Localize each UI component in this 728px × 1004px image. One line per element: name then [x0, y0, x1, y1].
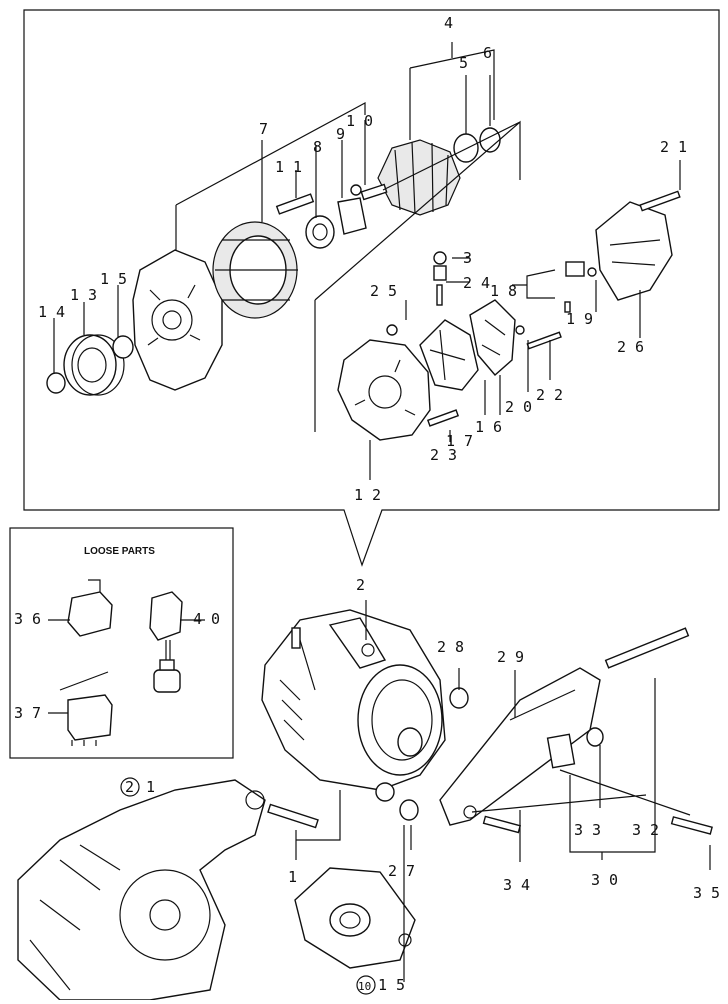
brush-holder — [565, 261, 585, 277]
callout-26: 2 6 — [617, 338, 644, 356]
loose-parts-title: LOOSE PARTS — [84, 546, 155, 557]
upper-leaders — [53, 42, 681, 480]
bolt-34 — [482, 815, 522, 834]
callout-33: 3 3 — [574, 821, 601, 839]
nut-27 — [399, 799, 419, 821]
rear-bearing — [453, 133, 479, 163]
front-housing — [132, 249, 223, 391]
ref-circle-10 — [356, 975, 376, 995]
regulator — [469, 299, 516, 376]
bracket-29 — [439, 667, 601, 826]
callout-11: 1 1 — [275, 158, 302, 176]
ref-circle-2 — [120, 777, 140, 797]
callout-6: 6 — [483, 44, 492, 62]
callout-35: 3 5 — [693, 884, 720, 902]
spacer-33 — [586, 727, 604, 747]
callout-30: 3 0 — [591, 871, 618, 889]
callout-4: 4 — [444, 14, 453, 32]
callout-21: 2 1 — [660, 138, 687, 156]
stud-1 — [267, 803, 319, 829]
retainer-plate — [337, 197, 367, 235]
bolt-35 — [670, 816, 713, 835]
callout-28: 2 8 — [437, 638, 464, 656]
callout-7: 7 — [259, 120, 268, 138]
callout-1: 1 — [288, 868, 297, 886]
plate-screw — [350, 184, 362, 196]
relay-37 — [59, 671, 113, 746]
callout-2: 2 — [356, 576, 365, 594]
nut-3 — [433, 251, 447, 265]
rectifier — [419, 319, 479, 391]
callout-25: 2 5 — [370, 282, 397, 300]
block-30 — [546, 733, 576, 769]
callout-14: 1 4 — [38, 303, 65, 321]
screw-19 — [587, 267, 597, 277]
bracket-15 — [294, 867, 416, 969]
upper-frame — [23, 9, 720, 567]
callout-24: 2 4 — [463, 274, 490, 292]
callout-17: 1 7 — [446, 432, 473, 450]
end-cover — [595, 201, 673, 301]
washer-20 — [515, 325, 525, 335]
callout-34: 3 4 — [503, 876, 530, 894]
callout-36: 3 6 — [14, 610, 41, 628]
callout-10: 1 0 — [346, 112, 373, 130]
callout-5: 5 — [459, 54, 468, 72]
callout-37: 3 7 — [14, 704, 41, 722]
ref-label-2: 2 — [125, 778, 134, 796]
callout-22: 2 2 — [536, 386, 563, 404]
callout-15-bottom: 1 5 — [378, 976, 405, 994]
relay-36 — [67, 579, 113, 637]
ref-label-10: 10 — [358, 980, 371, 993]
bearing-front — [305, 215, 335, 249]
rotor — [360, 139, 461, 216]
callout-1-ref: 1 — [146, 778, 155, 796]
callout-40: 4 0 — [193, 610, 220, 628]
callout-23: 2 3 — [430, 446, 457, 464]
callout-9: 9 — [336, 125, 345, 143]
callout-20: 2 0 — [505, 398, 532, 416]
callout-18: 1 8 — [490, 282, 517, 300]
callout-8: 8 — [313, 138, 322, 156]
loose-parts-box — [9, 527, 234, 759]
callout-13: 1 3 — [70, 286, 97, 304]
callout-12: 1 2 — [354, 486, 381, 504]
callout-29: 2 9 — [497, 648, 524, 666]
long-bolt-32 — [604, 627, 690, 669]
unit-40 — [149, 591, 183, 693]
insulator-24 — [433, 265, 447, 281]
cover-bolt — [639, 190, 681, 212]
terminal-bolt — [436, 284, 443, 306]
callout-15-top: 1 5 — [100, 270, 127, 288]
callout-19: 1 9 — [566, 310, 593, 328]
spacer-28 — [449, 687, 469, 709]
callout-27: 2 7 — [388, 862, 415, 880]
callout-32: 3 2 — [632, 821, 659, 839]
alternator-assembly — [261, 609, 446, 802]
collar — [112, 335, 134, 359]
callout-3-top: 3 — [463, 249, 472, 267]
lower-leaders — [295, 600, 711, 982]
callouts: 4 5 6 7 8 9 1 0 1 1 1 2 1 3 1 4 1 5 1 6 … — [14, 14, 720, 994]
callout-16: 1 6 — [475, 418, 502, 436]
pulley — [63, 334, 125, 396]
bolt-23 — [426, 409, 460, 427]
stator — [212, 221, 298, 319]
nut-25 — [386, 324, 398, 336]
pulley-nut — [46, 372, 66, 394]
rear-housing — [337, 339, 431, 441]
stud-bolt — [275, 193, 315, 215]
gear-case — [17, 779, 266, 1001]
brush — [564, 301, 571, 313]
bolt-22 — [526, 331, 562, 350]
